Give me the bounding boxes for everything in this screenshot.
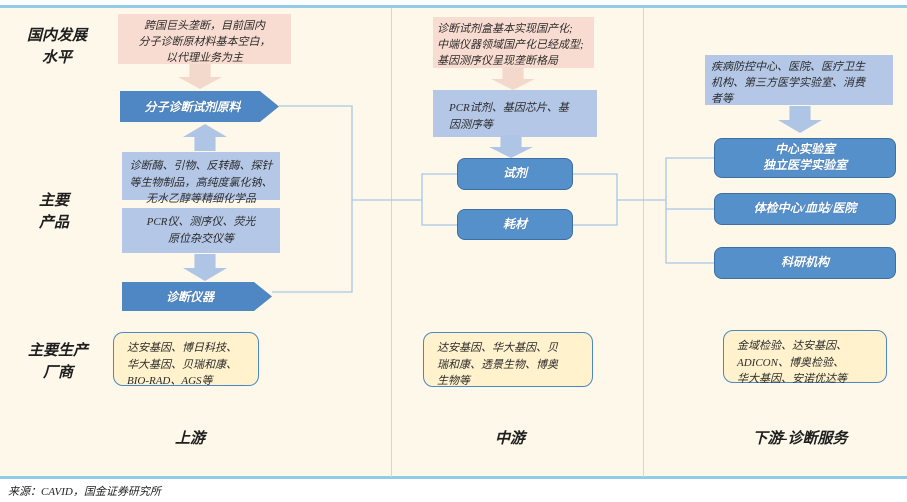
upstream-status-note: 跨国巨头垄断，目前国内 分子诊断原材料基本空白， 以代理业务为主 xyxy=(118,14,291,64)
bottom-frame-line xyxy=(0,476,907,479)
midstream-manufacturers-box: 达安基因、华大基因、贝 瑞和康、透景生物、博奥 生物等 xyxy=(423,332,593,387)
midstream-output-consumables: 耗材 xyxy=(457,209,573,240)
divider-midstream-downstream xyxy=(643,8,644,477)
row-label-main-manufacturers: 主要生产 厂商 xyxy=(27,343,88,381)
row-label-development-level: 国内发展 水平 xyxy=(26,28,87,66)
midstream-product-box: PCR试剂、基因芯片、基 因测序等 xyxy=(433,90,597,137)
downstream-manufacturers-box: 金域检验、达安基因、 ADICON、博奥检验、 华大基因、安诺优达等 xyxy=(723,330,887,385)
source-note: 来源：CAVID，国金证券研究所 xyxy=(8,486,161,498)
top-frame-line xyxy=(0,5,907,8)
upstream-chevron-reagent-raw-material: 分子诊断试剂原料 xyxy=(120,91,279,122)
downstream-service-checkup-center: 体检中心/血站/医院 xyxy=(714,193,896,225)
row-label-main-products: 主要 产品 xyxy=(38,193,69,231)
midstream-output-reagents: 试剂 xyxy=(457,158,573,190)
midstream-status-note: 诊断试剂盒基本实现国产化; 中端仪器领域国产化已经成型; 基因测序仪呈现垄断格局 xyxy=(433,17,594,68)
upstream-product-box-biologics: 诊断酶、引物、反转酶、探针 等生物制品，高纯度氯化钠、 无水乙醇等精细化学品 xyxy=(122,152,280,205)
upstream-product-box-instruments: PCR仪、测序仪、荧光 原位杂交仪等 xyxy=(122,208,280,253)
stage-label-downstream: 下游-诊断服务 xyxy=(752,431,848,447)
upstream-manufacturers-box: 达安基因、博日科技、 华大基因、贝瑞和康、 BIO-RAD、AGS等 xyxy=(113,332,259,387)
upstream-chevron-diagnostic-instruments: 诊断仪器 xyxy=(122,282,272,311)
stage-label-upstream: 上游 xyxy=(174,431,205,447)
stage-label-midstream: 中游 xyxy=(494,431,525,447)
downstream-customers-note: 疾病防控中心、医院、医疗卫生 机构、第三方医学实验室、消费 者等 xyxy=(705,55,893,105)
downstream-service-research-institute: 科研机构 xyxy=(714,247,896,279)
divider-upstream-midstream xyxy=(391,8,392,477)
downstream-service-central-lab: 中心实验室 独立医学实验室 xyxy=(714,138,896,178)
